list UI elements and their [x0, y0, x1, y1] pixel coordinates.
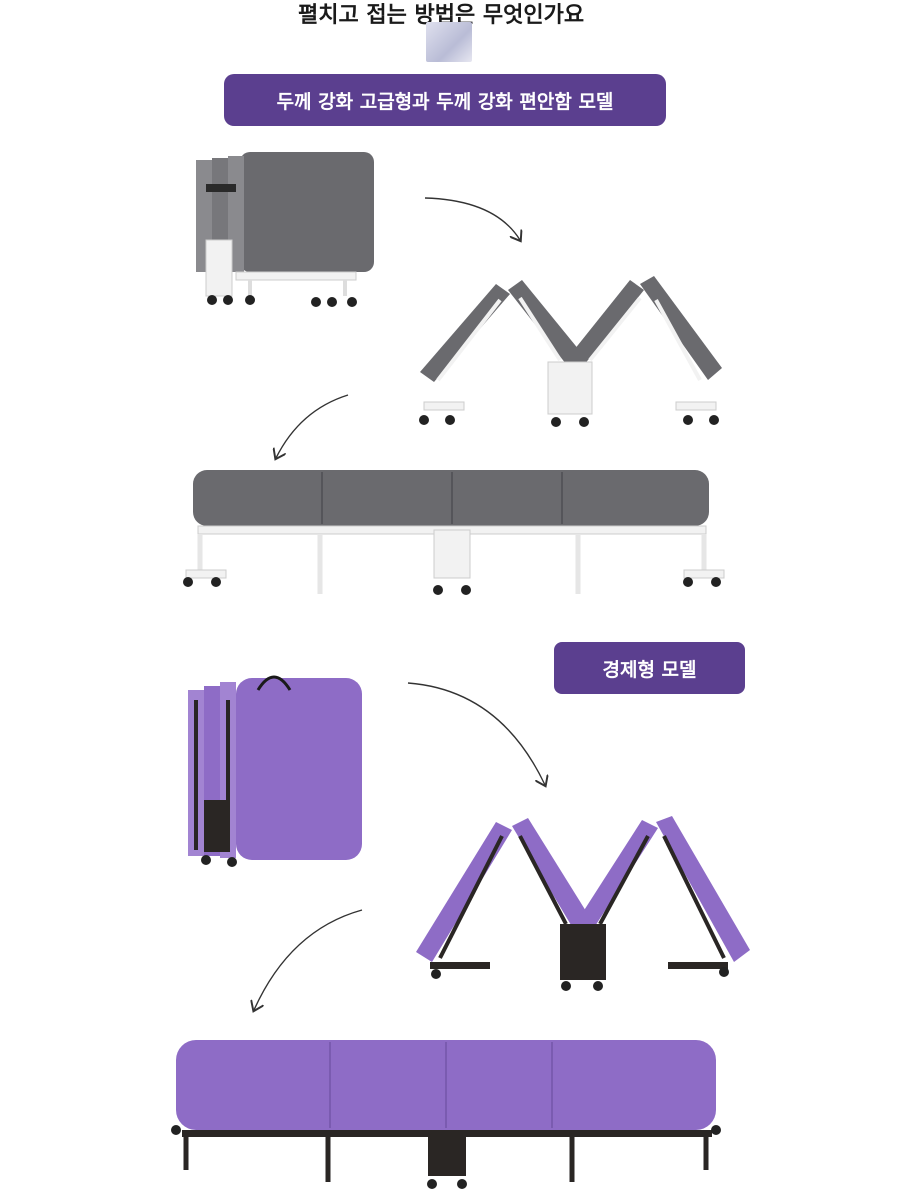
gray-bed-unfolded — [183, 470, 725, 595]
purple-bed-unfolded — [171, 1040, 721, 1189]
economy-model-label: 경제형 모델 — [602, 658, 697, 681]
premium-model-label: 두께 강화 고급형과 두께 강화 편안함 모델 — [276, 90, 614, 113]
gray-bed-half-unfolded — [419, 276, 722, 427]
arrow-step4-to-step5 — [407, 682, 545, 785]
economy-model-banner: 경제형 모델 — [554, 642, 745, 694]
arrow-step2-to-step3 — [276, 394, 349, 458]
title-thumbnail — [426, 22, 472, 62]
gray-bed-folded — [196, 152, 374, 307]
purple-bed-half-unfolded — [416, 816, 750, 991]
premium-model-banner: 두께 강화 고급형과 두께 강화 편안함 모델 — [224, 74, 666, 126]
arrow-step1-to-step2 — [424, 197, 520, 240]
arrow-step5-to-step6 — [254, 909, 363, 1010]
purple-bed-folded — [188, 675, 362, 867]
